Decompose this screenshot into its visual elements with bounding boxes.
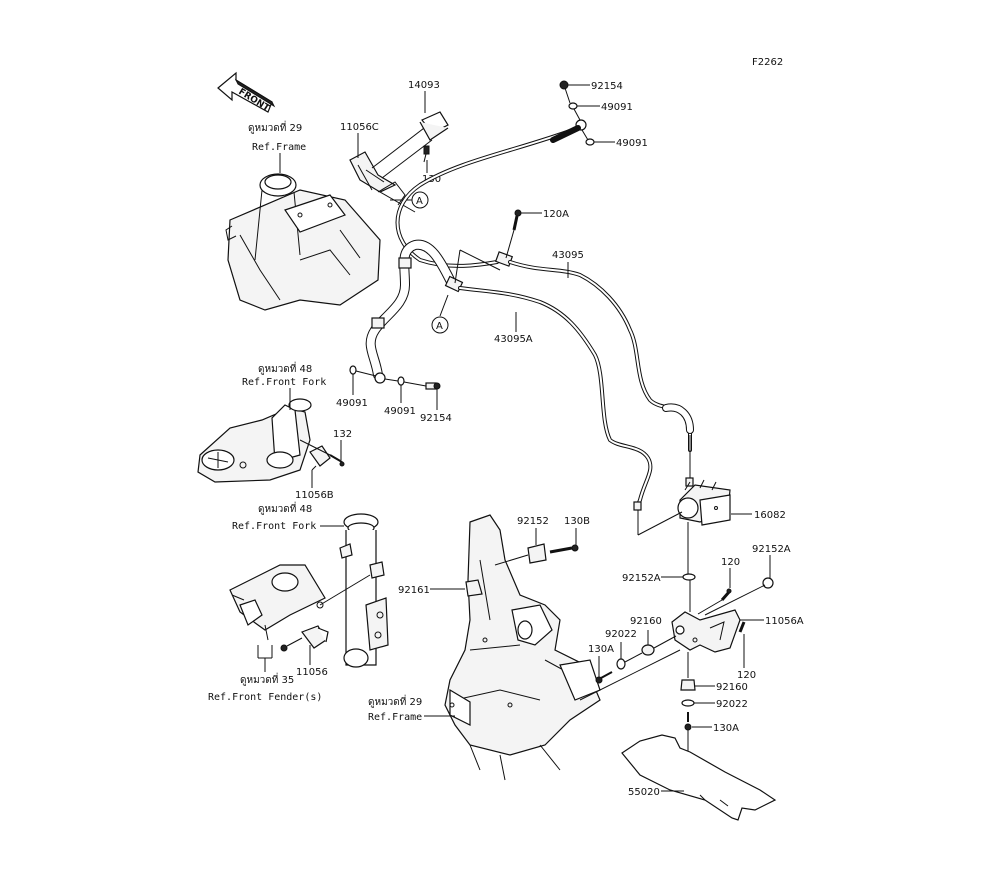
clip-92152 xyxy=(527,543,547,564)
plate-55020 xyxy=(621,734,777,821)
abs-unit-16082 xyxy=(677,479,731,526)
grommet-92152a-right xyxy=(762,577,774,589)
frame-head-part xyxy=(225,173,381,311)
label-92154-top: 92154 xyxy=(591,81,623,92)
damper-92160-right xyxy=(680,679,696,691)
ref-front-fender-thai: ดูหมวดที่ 35 xyxy=(240,672,294,686)
washer-49091-d xyxy=(397,376,405,386)
label-120a: 120A xyxy=(543,209,569,220)
bolt-120a xyxy=(505,209,522,259)
damper-92160-left xyxy=(641,644,655,656)
label-49091-a: 49091 xyxy=(601,102,633,113)
ref-frame-top-en: Ref.Frame xyxy=(252,142,306,153)
ref-front-fork-top-thai: ดูหมวดที่ 48 xyxy=(258,361,312,375)
ref-front-fork-mid-thai: ดูหมวดที่ 48 xyxy=(258,501,312,515)
ref-front-fork-top-en: Ref.Front Fork xyxy=(242,377,326,388)
label-92022-right: 92022 xyxy=(716,699,748,710)
main-frame-part xyxy=(444,514,601,781)
label-92161: 92161 xyxy=(398,585,430,596)
label-92160-right: 92160 xyxy=(716,682,748,693)
bolt-120-bottom xyxy=(738,621,746,633)
brake-hose-lower xyxy=(365,239,455,380)
label-43095: 43095 xyxy=(552,250,584,261)
callout-a-top: A xyxy=(411,191,429,209)
label-92154-mid: 92154 xyxy=(420,413,452,424)
washer-49091-b xyxy=(585,138,595,146)
washer-49091-a xyxy=(568,102,578,110)
label-120-top: 120 xyxy=(721,557,740,568)
ref-front-fender-en: Ref.Front Fender(s) xyxy=(208,692,322,703)
label-55020: 55020 xyxy=(628,787,660,798)
bolt-120-top xyxy=(720,588,732,601)
callout-a-middle: A xyxy=(431,316,449,334)
bracket-11056 xyxy=(301,625,329,649)
bracket-11056b xyxy=(309,445,331,471)
triple-clamp-part xyxy=(197,398,312,483)
fork-tube-part xyxy=(339,513,389,668)
washer-92022-right xyxy=(681,699,695,707)
label-49091-c: 49091 xyxy=(336,398,368,409)
ref-front-fork-mid-en: Ref.Front Fork xyxy=(232,521,316,532)
label-43095a: 43095A xyxy=(494,334,533,345)
grommet-92152a-left xyxy=(682,573,696,581)
brake-pipe-43095a xyxy=(458,286,653,511)
bolt-130-top xyxy=(423,145,430,163)
label-92152a-right: 92152A xyxy=(752,544,791,555)
bolt-130a-left xyxy=(595,671,613,684)
label-49091-b: 49091 xyxy=(616,138,648,149)
washer-92022-left xyxy=(616,658,626,670)
label-11056a: 11056A xyxy=(765,616,804,627)
ref-frame-top-thai: ดูหมวดที่ 29 xyxy=(248,120,302,134)
cover-14093 xyxy=(419,111,449,141)
label-130a-right: 130A xyxy=(713,723,739,734)
banjo-fitting-lower xyxy=(374,372,386,384)
label-130b: 130B xyxy=(564,516,590,527)
label-120-bottom: 120 xyxy=(737,670,756,681)
bolt-132 xyxy=(329,454,345,467)
brake-hose-upper xyxy=(395,125,581,268)
label-92152: 92152 xyxy=(517,516,549,527)
ref-frame-bottom-en: Ref.Frame xyxy=(368,712,422,723)
label-14093: 14093 xyxy=(408,80,440,91)
brake-pipe-43095 xyxy=(508,260,694,487)
callout-a-top-label: A xyxy=(416,196,423,207)
banjo-bolt-92154-top xyxy=(559,80,571,104)
label-130a-left: 130A xyxy=(588,644,614,655)
label-92022-left: 92022 xyxy=(605,629,637,640)
label-11056b: 11056B xyxy=(295,490,334,501)
banjo-bolt-92154-mid xyxy=(425,382,441,390)
label-11056: 11056 xyxy=(296,667,328,678)
front-arrow-icon: FRONT xyxy=(217,71,276,114)
label-49091-d: 49091 xyxy=(384,406,416,417)
grommet-92161 xyxy=(465,579,483,597)
figure-code: F2262 xyxy=(752,57,783,68)
label-11056c: 11056C xyxy=(340,122,379,133)
label-92160-left: 92160 xyxy=(630,616,662,627)
label-132: 132 xyxy=(333,429,352,440)
bolt-130b xyxy=(549,544,579,554)
ref-frame-bottom-thai: ดูหมวดที่ 29 xyxy=(368,694,422,708)
label-16082: 16082 xyxy=(754,510,786,521)
nut-fender xyxy=(280,644,288,652)
callout-a-middle-label: A xyxy=(436,321,443,332)
label-92152a-left: 92152A xyxy=(622,573,661,584)
front-fender-part xyxy=(229,564,326,641)
washer-49091-c xyxy=(349,365,357,375)
bracket-11056a xyxy=(671,609,741,653)
